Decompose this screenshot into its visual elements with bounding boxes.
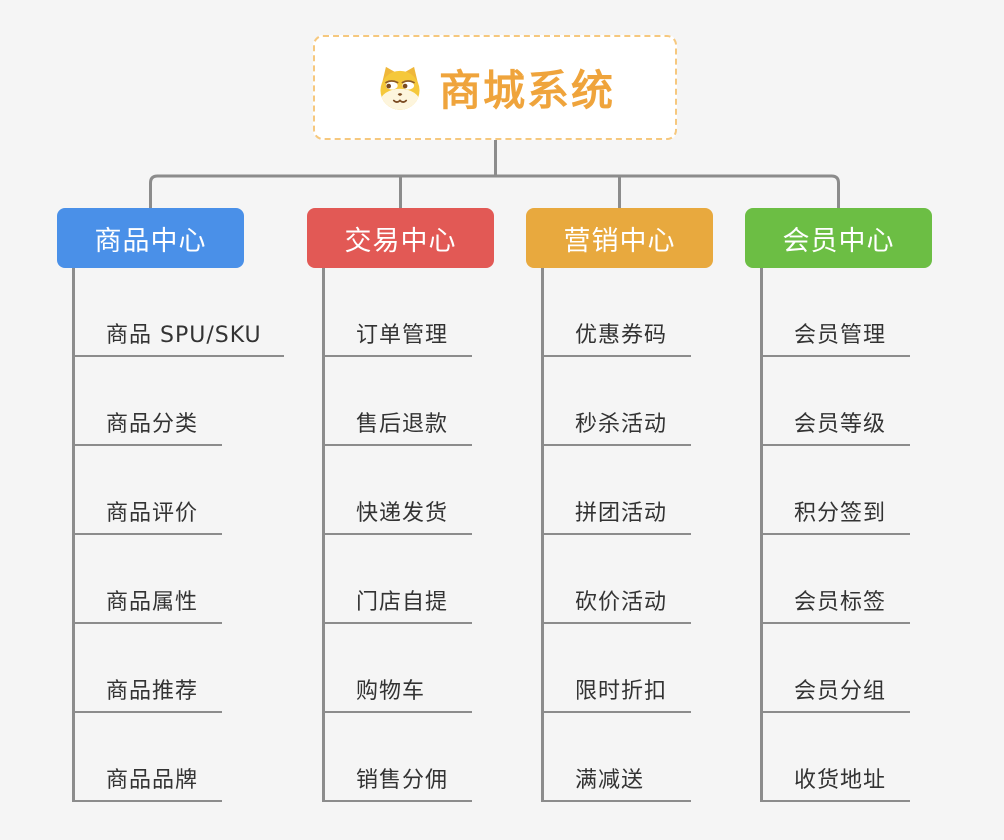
leaf-item-member-level[interactable]: 会员等级 (760, 357, 910, 446)
leaf-item-shipping-address[interactable]: 收货地址 (760, 713, 910, 802)
branch-marketing-center[interactable]: 营销中心 (526, 208, 713, 268)
leaf-item-full-reduction[interactable]: 满减送 (541, 713, 691, 802)
leaf-item-limited-time-discount[interactable]: 限时折扣 (541, 624, 691, 713)
root-node[interactable]: 商城系统 (313, 35, 677, 140)
branch-member-center[interactable]: 会员中心 (745, 208, 932, 268)
branch-column-trade: 交易中心 订单管理 售后退款 快递发货 门店自提 购物车 销售分佣 (307, 208, 562, 802)
leaf-item-shopping-cart[interactable]: 购物车 (322, 624, 472, 713)
branch-bus-line (149, 174, 840, 208)
connector-lines (149, 138, 840, 208)
leaf-item-points-checkin[interactable]: 积分签到 (760, 446, 910, 535)
leaf-item-product-spu-sku[interactable]: 商品 SPU/SKU (72, 268, 284, 357)
branch-column-marketing: 营销中心 优惠券码 秒杀活动 拼团活动 砍价活动 限时折扣 满减送 (526, 208, 781, 802)
leaf-item-member-management[interactable]: 会员管理 (760, 268, 910, 357)
leaf-item-member-group[interactable]: 会员分组 (760, 624, 910, 713)
leaf-item-order-management[interactable]: 订单管理 (322, 268, 472, 357)
branch-trunk-line (541, 268, 544, 802)
leaf-item-bargain-activity[interactable]: 砍价活动 (541, 535, 691, 624)
leaf-item-product-recommend[interactable]: 商品推荐 (72, 624, 222, 713)
root-title: 商城系统 (438, 66, 615, 115)
branch-trade-center[interactable]: 交易中心 (307, 208, 494, 268)
leaf-item-express-delivery[interactable]: 快递发货 (322, 446, 472, 535)
branch-product-center[interactable]: 商品中心 (57, 208, 244, 268)
leaf-item-product-brand[interactable]: 商品品牌 (72, 713, 222, 802)
leaf-item-product-attribute[interactable]: 商品属性 (72, 535, 222, 624)
leaf-item-coupon-code[interactable]: 优惠券码 (541, 268, 691, 357)
leaf-item-group-buy[interactable]: 拼团活动 (541, 446, 691, 535)
branch-trunk-line (322, 268, 325, 802)
branch-trunk-line (72, 268, 75, 802)
leaf-item-product-category[interactable]: 商品分类 (72, 357, 222, 446)
leaf-item-flash-sale[interactable]: 秒杀活动 (541, 357, 691, 446)
leaf-item-product-review[interactable]: 商品评价 (72, 446, 222, 535)
leaf-item-store-pickup[interactable]: 门店自提 (322, 535, 472, 624)
leaf-item-member-tag[interactable]: 会员标签 (760, 535, 910, 624)
branch-trunk-line (760, 268, 763, 802)
branch-column-product: 商品中心 商品 SPU/SKU 商品分类 商品评价 商品属性 商品推荐 商品品牌 (57, 208, 312, 802)
dog-icon (375, 64, 425, 112)
leaf-item-after-sale-refund[interactable]: 售后退款 (322, 357, 472, 446)
branch-column-member: 会员中心 会员管理 会员等级 积分签到 会员标签 会员分组 收货地址 (745, 208, 1000, 802)
leaf-item-sales-commission[interactable]: 销售分佣 (322, 713, 472, 802)
